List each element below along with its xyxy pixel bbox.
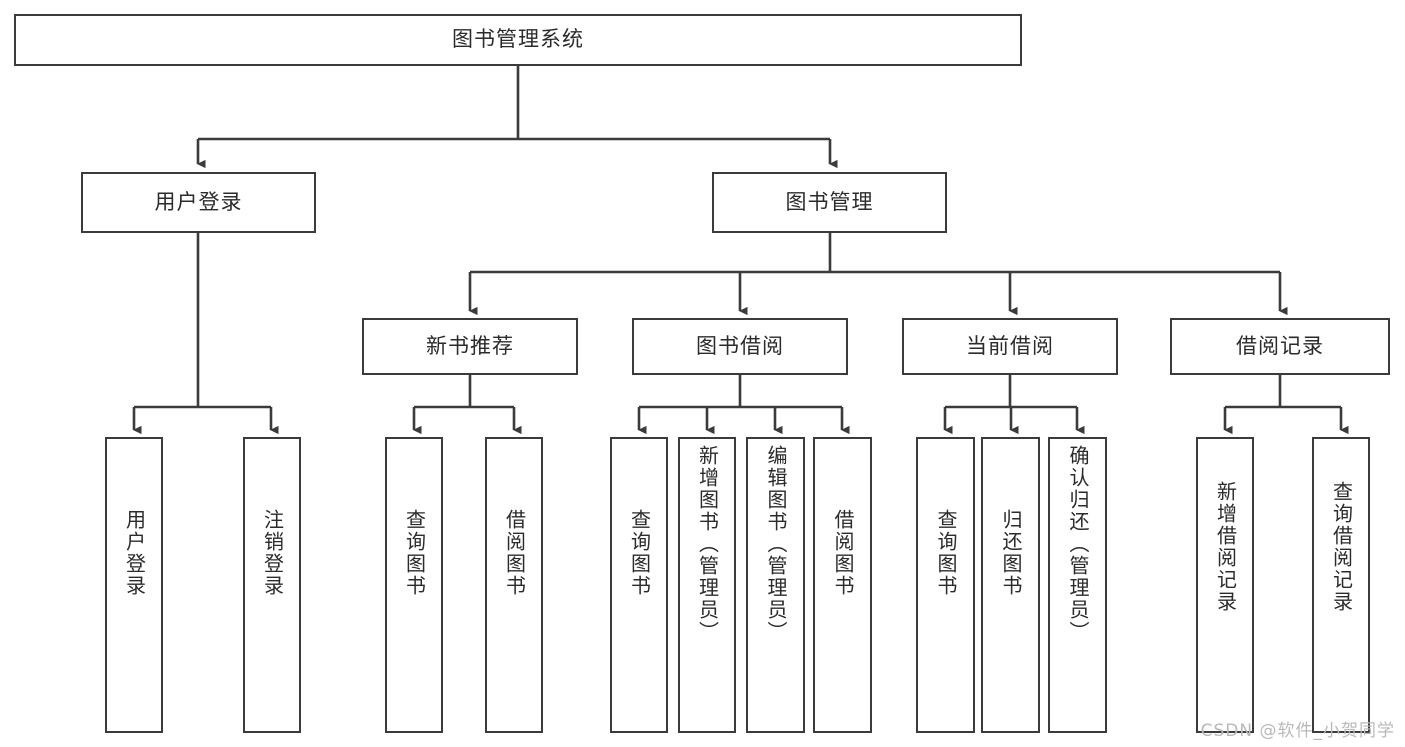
leaf-borrow-edit-book-admin[interactable]: 编辑图书（管理员）	[746, 437, 805, 733]
node-book-borrow[interactable]: 图书借阅	[632, 318, 848, 375]
leaf-new-book-query-book[interactable]: 查询图书	[385, 437, 443, 733]
node-user-login[interactable]: 用户登录	[81, 172, 316, 233]
node-label: 查询图书	[402, 509, 427, 597]
node-label: 借阅图书	[502, 509, 527, 597]
leaf-current-confirm-return-admin[interactable]: 确认归还（管理员）	[1048, 437, 1107, 733]
node-label: 确认归还（管理员）	[1066, 445, 1090, 643]
leaf-current-query-book[interactable]: 查询图书	[916, 437, 975, 733]
node-book-management[interactable]: 图书管理	[712, 172, 947, 233]
node-current-borrow[interactable]: 当前借阅	[902, 318, 1118, 375]
node-label: 新书推荐	[426, 333, 514, 358]
node-label: 归还图书	[999, 509, 1023, 597]
leaf-user-login[interactable]: 用户登录	[105, 437, 163, 733]
leaf-borrow-add-book-admin[interactable]: 新增图书（管理员）	[678, 437, 736, 733]
leaf-new-book-borrow-book[interactable]: 借阅图书	[485, 437, 543, 733]
leaf-record-query-borrow-record[interactable]: 查询借阅记录	[1312, 437, 1370, 733]
node-label: 新增图书（管理员）	[695, 445, 720, 643]
node-label: 图书管理系统	[452, 27, 584, 52]
leaf-borrow-query-book[interactable]: 查询图书	[610, 437, 668, 733]
node-label: 注销登录	[260, 509, 285, 597]
node-root-system[interactable]: 图书管理系统	[14, 14, 1022, 66]
leaf-record-add-borrow-record[interactable]: 新增借阅记录	[1196, 437, 1254, 733]
node-label: 图书管理	[785, 189, 874, 214]
node-label: 图书借阅	[696, 333, 784, 358]
node-label: 查询图书	[627, 509, 652, 597]
leaf-logout[interactable]: 注销登录	[243, 437, 301, 733]
node-label: 借阅图书	[831, 509, 855, 597]
leaf-borrow-borrow-book[interactable]: 借阅图书	[813, 437, 872, 733]
node-label: 借阅记录	[1236, 333, 1324, 358]
csdn-watermark: CSDN @软件_小贺同学	[1200, 721, 1395, 741]
node-label: 用户登录	[154, 189, 243, 214]
node-label: 用户登录	[122, 509, 147, 597]
node-label: 查询图书	[934, 509, 958, 597]
node-label: 编辑图书（管理员）	[764, 445, 788, 643]
node-label: 当前借阅	[966, 333, 1054, 358]
node-borrow-record[interactable]: 借阅记录	[1170, 318, 1390, 375]
node-new-book-recommend[interactable]: 新书推荐	[362, 318, 578, 375]
leaf-current-return-book[interactable]: 归还图书	[981, 437, 1040, 733]
node-label: 查询借阅记录	[1329, 481, 1354, 613]
node-label: 新增借阅记录	[1213, 481, 1238, 613]
